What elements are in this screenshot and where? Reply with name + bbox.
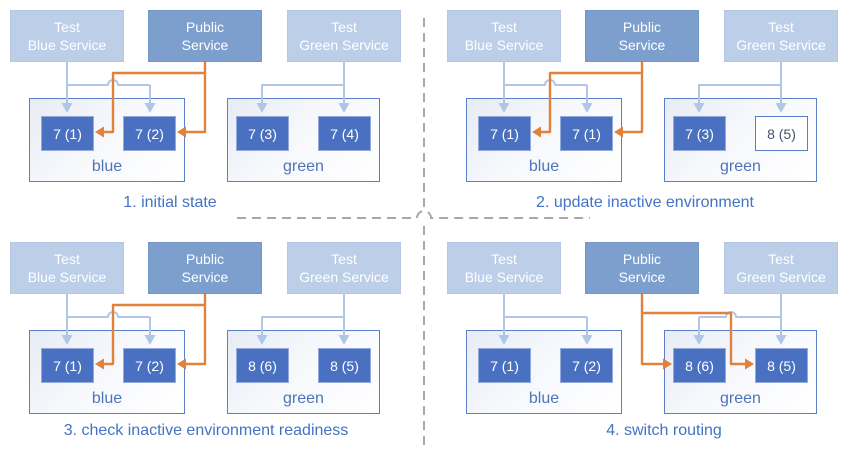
service-label-line: Test: [491, 251, 517, 267]
blue-environment-box: 7 (1) 7 (2) blue: [29, 330, 185, 414]
service-label-line: Service: [618, 269, 666, 285]
service-label-line: Service: [181, 269, 229, 285]
arrow-line: [503, 294, 587, 318]
green-environment-box: 8 (6) 8 (5) green: [664, 330, 817, 414]
environment-label: green: [720, 390, 761, 407]
panel-2-update-inactive-environment: Test Blue Service Public Service Test Gr…: [424, 0, 848, 228]
service-label-line: Service: [618, 37, 666, 53]
test-green-service-node: Test Green Service: [287, 10, 401, 62]
version-box: 8 (6): [236, 348, 289, 383]
version-box: 7 (2): [123, 116, 176, 151]
arrow-line-hop: [67, 311, 150, 318]
version-box: 7 (2): [560, 348, 613, 383]
service-label-line: Test: [768, 19, 794, 35]
service-label-line: Blue Service: [464, 269, 544, 285]
arrow-line-hop: [67, 79, 150, 86]
arrow-line-hop: [504, 79, 587, 86]
arrow-line: [623, 62, 644, 134]
version-box: 7 (2): [123, 348, 176, 383]
test-blue-service-node: Test Blue Service: [10, 242, 124, 294]
version-box: 7 (1): [41, 116, 94, 151]
version-box: 7 (1): [560, 116, 613, 151]
environment-label: blue: [528, 158, 560, 175]
environment-label: green: [283, 390, 324, 407]
service-label-line: Green Service: [736, 37, 826, 53]
service-label-line: Blue Service: [27, 269, 107, 285]
environment-label: blue: [91, 158, 123, 175]
version-box: 8 (5): [318, 348, 371, 383]
service-label-line: Test: [491, 19, 517, 35]
environment-label: green: [283, 158, 324, 175]
environment-label: green: [720, 158, 761, 175]
version-box-updated: 8 (5): [755, 116, 808, 151]
blue-environment-box: 7 (1) 7 (2) blue: [466, 330, 622, 414]
version-box: 7 (3): [673, 116, 726, 151]
service-label-line: Test: [331, 19, 357, 35]
service-label-line: Test: [768, 251, 794, 267]
service-label-line: Public: [622, 19, 662, 35]
service-label-line: Blue Service: [27, 37, 107, 53]
version-box: 7 (1): [41, 348, 94, 383]
test-green-service-node: Test Green Service: [287, 242, 401, 294]
version-box: 7 (3): [236, 116, 289, 151]
service-label-line: Green Service: [299, 37, 389, 53]
service-label-line: Green Service: [736, 269, 826, 285]
arrow-line-hop: [699, 311, 781, 318]
panel-caption: 1. initial state: [123, 194, 217, 211]
version-box: 7 (4): [318, 116, 371, 151]
public-service-node: Public Service: [585, 10, 699, 62]
green-environment-box: 7 (3) 7 (4) green: [227, 98, 380, 182]
service-label-line: Public: [622, 251, 662, 267]
service-label-line: Test: [54, 19, 80, 35]
panel-1-initial-state: Test Blue Service Public Service Test Gr…: [0, 0, 424, 228]
panel-4-switch-routing: Test Blue Service Public Service Test Gr…: [424, 228, 848, 456]
environment-label: blue: [528, 390, 560, 407]
test-green-service-node: Test Green Service: [724, 10, 838, 62]
blue-environment-box: 7 (1) 7 (2) blue: [29, 98, 185, 182]
panel-caption: 4. switch routing: [606, 422, 722, 439]
service-label-line: Service: [181, 37, 229, 53]
public-service-node: Public Service: [148, 242, 262, 294]
test-blue-service-node: Test Blue Service: [10, 10, 124, 62]
arrow-line: [640, 294, 663, 366]
green-environment-box: 7 (3) 8 (5) green: [664, 98, 817, 182]
service-label-line: Green Service: [299, 269, 389, 285]
green-environment-box: 8 (6) 8 (5) green: [227, 330, 380, 414]
blue-environment-box: 7 (1) 7 (1) blue: [466, 98, 622, 182]
arrow-line: [186, 294, 207, 366]
version-box: 8 (5): [755, 348, 808, 383]
service-label-line: Test: [331, 251, 357, 267]
test-green-service-node: Test Green Service: [724, 242, 838, 294]
service-label-line: Public: [185, 19, 225, 35]
panel-caption: 2. update inactive environment: [536, 194, 754, 211]
service-label-line: Public: [185, 251, 225, 267]
public-service-node: Public Service: [585, 242, 699, 294]
test-blue-service-node: Test Blue Service: [447, 10, 561, 62]
version-box: 7 (1): [478, 348, 531, 383]
arrow-line: [186, 62, 207, 134]
environment-label: blue: [91, 390, 123, 407]
service-label-line: Blue Service: [464, 37, 544, 53]
version-box: 7 (1): [478, 116, 531, 151]
service-label-line: Test: [54, 251, 80, 267]
test-blue-service-node: Test Blue Service: [447, 242, 561, 294]
panel-3-check-inactive-environment-readiness: Test Blue Service Public Service Test Gr…: [0, 228, 424, 456]
public-service-node: Public Service: [148, 10, 262, 62]
panel-caption: 3. check inactive environment readiness: [63, 422, 349, 439]
version-box: 8 (6): [673, 348, 726, 383]
